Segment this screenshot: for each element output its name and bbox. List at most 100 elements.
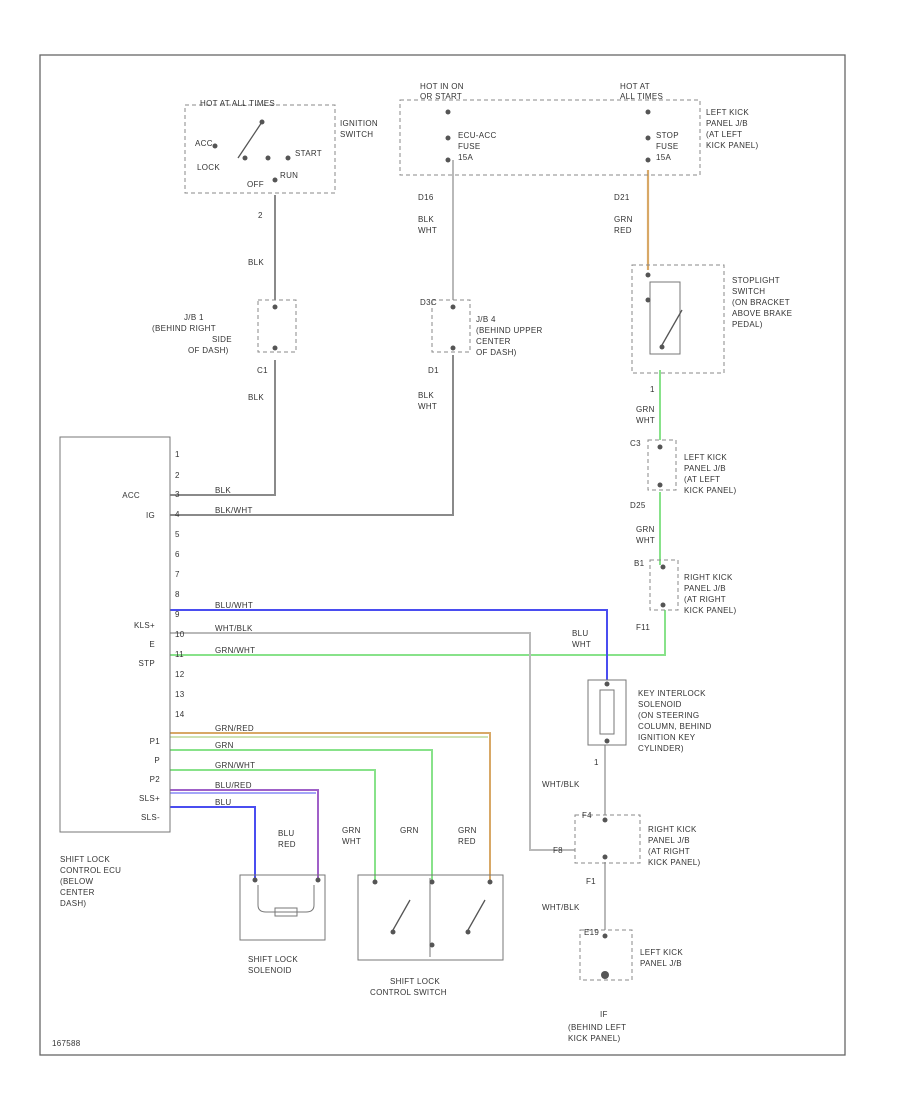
ecu-pin-5: 5	[175, 530, 180, 539]
ecu-pin-acc: ACC	[122, 491, 140, 500]
ecu-pin-3: 3	[175, 490, 180, 499]
rkjb-top-in-terminal: B1	[634, 559, 645, 568]
rkjb-bottom-side: F8	[553, 846, 563, 855]
rkjb-top-label-1: RIGHT KICK	[684, 573, 733, 582]
ecu-pin-9: 9	[175, 610, 180, 619]
ecu-pin-6: 6	[175, 550, 180, 559]
ecu-wire-ig: BLK/WHT	[215, 506, 253, 515]
jb1-wire-out: BLK	[248, 393, 264, 402]
jb4-wire-in-2: WHT	[418, 226, 437, 235]
ignition-pos-start: START	[295, 149, 322, 158]
ecu-wire-p: GRN	[215, 741, 234, 750]
ecu-wire-e: WHT/BLK	[215, 624, 253, 633]
ecu-wire-acc: BLK	[215, 486, 231, 495]
rkjb-top-wire-1: BLU	[572, 629, 588, 638]
jb1-label-1: J/B 1	[184, 313, 204, 322]
left-kick-panel-jb: C3 LEFT KICK PANEL J/B (AT LEFT KICK PAN…	[630, 439, 736, 545]
ecu-pin-sls-plus: SLS+	[139, 794, 160, 803]
lkjb-wire-out-1: GRN	[636, 525, 655, 534]
ecu-fuse-rating: 15A	[458, 153, 473, 162]
interlock-label-2: SOLENOID	[638, 700, 682, 709]
rkjb-top-out-terminal: F11	[636, 623, 650, 632]
jb4-out-terminal: D1	[428, 366, 439, 375]
wire-rkjb-to-stp	[170, 610, 666, 656]
rkjb-top-wire-2: WHT	[572, 640, 591, 649]
stoplight-wire-in-1: GRN	[614, 215, 633, 224]
ecu-pin-p1: P1	[150, 737, 161, 746]
interlock-label-4: COLUMN, BEHIND	[638, 722, 712, 731]
jb4-in-terminal: D3C	[420, 298, 437, 307]
rkjb-top-label-2: PANEL J/B	[684, 584, 726, 593]
ecu-pin-ig: IG	[146, 511, 155, 520]
fuse-panel-3: (AT LEFT	[706, 130, 742, 139]
solenoid-label-2: SOLENOID	[248, 966, 292, 975]
ecu-pin-kls: KLS+	[134, 621, 155, 630]
lkjb-bottom-label-1: LEFT KICK	[640, 948, 683, 957]
wire-sls-plus	[170, 789, 319, 880]
junction-block-1: J/B 1 (BEHIND RIGHT SIDE OF DASH) C1 BLK	[152, 299, 297, 402]
cs-label-2: CONTROL SWITCH	[370, 988, 447, 997]
lkjb-label-3: (AT LEFT	[684, 475, 720, 484]
shift-lock-control-switch: GRN WHT GRN GRN RED SHIFT LOCK CONTROL S…	[342, 826, 504, 997]
stop-fuse-word: FUSE	[656, 142, 679, 151]
ecu-fuse-name: ECU-ACC	[458, 131, 497, 140]
cs-label-1: SHIFT LOCK	[390, 977, 440, 986]
wire-p	[170, 749, 433, 880]
interlock-out-terminal: 1	[594, 758, 599, 767]
ecu-label-3: (BELOW	[60, 877, 94, 886]
solenoid-label-1: SHIFT LOCK	[248, 955, 298, 964]
key-interlock-solenoid: KEY INTERLOCK SOLENOID (ON STEERING COLU…	[542, 679, 712, 789]
right-kick-panel-jb-top: B1 RIGHT KICK PANEL J/B (AT RIGHT KICK P…	[572, 559, 737, 649]
lkjb-wire-out-2: WHT	[636, 536, 655, 545]
ignition-pos-run: RUN	[280, 171, 298, 180]
ecu-pin-11: 11	[175, 650, 184, 659]
cs-wire-2: GRN	[400, 826, 419, 835]
jb4-in-terminal-top: D16	[418, 193, 434, 202]
ecu-pin-1: 1	[175, 450, 180, 459]
shift-lock-ecu: 1 2 3 4 5 6 7 8 9 10 11 12 13 14 ACC IG …	[59, 436, 255, 908]
ecu-pin-12: 12	[175, 670, 185, 679]
rkjb-top-label-3: (AT RIGHT	[684, 595, 726, 604]
jb4-wire-out-1: BLK	[418, 391, 434, 400]
ecu-pin-10: 10	[175, 630, 185, 639]
fuse-hot-all-1: HOT AT	[620, 82, 650, 91]
wire-p1	[170, 732, 491, 880]
wire-jb4-to-ig	[170, 355, 454, 516]
stoplight-label-1: STOPLIGHT	[732, 276, 780, 285]
jb4-wire-out-2: WHT	[418, 402, 437, 411]
jb4-label-2: (BEHIND UPPER	[476, 326, 543, 335]
fuse-panel-2: PANEL J/B	[706, 119, 748, 128]
ecu-label-4: CENTER	[60, 888, 95, 897]
rkjb-bottom-label-2: PANEL J/B	[648, 836, 690, 845]
ecu-pin-e: E	[149, 640, 155, 649]
fuse-hot-all-2: ALL TIMES	[620, 92, 663, 101]
ignition-switch: HOT AT ALL TIMES IGNITION SWITCH ACC LOC…	[184, 99, 378, 267]
rkjb-bottom-label-3: (AT RIGHT	[648, 847, 690, 856]
wire-sls-minus	[170, 806, 256, 880]
rkjb-bottom-wire-out: WHT/BLK	[542, 903, 580, 912]
ecu-wire-kls: BLU/WHT	[215, 601, 253, 610]
ecu-wire-sls-plus: BLU/RED	[215, 781, 252, 790]
ecu-pin-14: 14	[175, 710, 185, 719]
ecu-pin-7: 7	[175, 570, 180, 579]
stoplight-out-terminal: 1	[650, 385, 655, 394]
stoplight-label-2: SWITCH	[732, 287, 765, 296]
wire-e-ground	[170, 632, 575, 851]
rkjb-bottom-out: F1	[586, 877, 596, 886]
stoplight-in-terminal: D21	[614, 193, 630, 202]
ecu-fuse-word: FUSE	[458, 142, 481, 151]
lkjb-label-1: LEFT KICK	[684, 453, 727, 462]
jb1-out-terminal: C1	[257, 366, 268, 375]
junction-block-4: D3C J/B 4 (BEHIND UPPER CENTER OF DASH) …	[418, 298, 543, 411]
ecu-wire-p2: GRN/WHT	[215, 761, 255, 770]
jb1-label-2: (BEHIND RIGHT	[152, 324, 216, 333]
stoplight-switch: STOPLIGHT SWITCH (ON BRACKET ABOVE BRAKE…	[631, 264, 792, 425]
rkjb-top-label-4: KICK PANEL)	[684, 606, 737, 615]
ignition-terminal: 2	[258, 211, 263, 220]
lkjb-bottom-in: E19	[584, 928, 599, 937]
wire-kls-blue	[170, 609, 608, 680]
ground-label-2: KICK PANEL)	[568, 1034, 621, 1043]
cs-wire-3b: RED	[458, 837, 476, 846]
ground-id: IF	[600, 1010, 608, 1019]
